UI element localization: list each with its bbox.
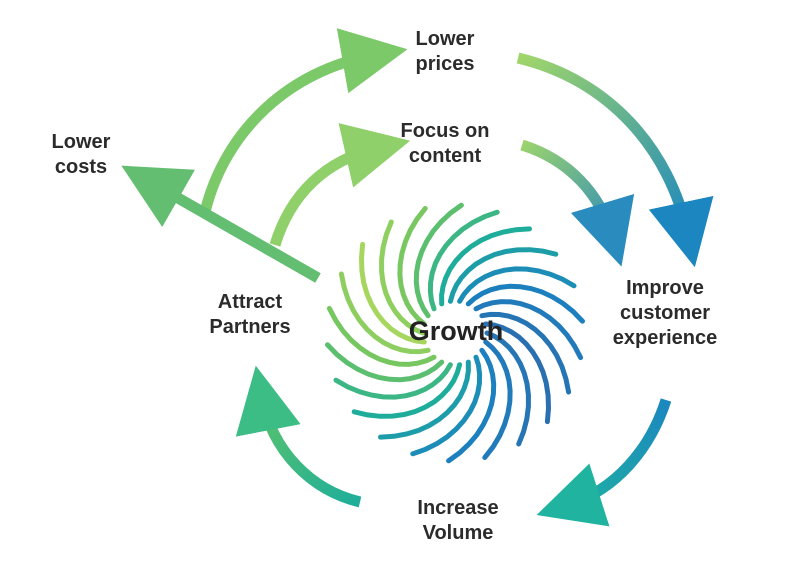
- label-growth: Growth: [408, 316, 504, 346]
- spiral-stroke: [446, 347, 497, 464]
- spiral-stroke: [410, 354, 483, 457]
- label-lower-costs-line1: Lower: [51, 131, 111, 153]
- spiral-stroke: [325, 342, 445, 383]
- label-increase-volume: Increase Volume: [398, 496, 518, 546]
- spiral-stroke: [479, 311, 572, 395]
- spiral-stroke: [397, 206, 428, 327]
- label-attract-partners: Attract Partners: [195, 290, 305, 340]
- arrow-to-focus-on-content: [269, 123, 411, 247]
- spiral-stroke: [358, 241, 427, 345]
- label-lower-prices-line2: prices: [415, 53, 475, 75]
- label-lower-costs: Lower costs: [36, 130, 126, 180]
- label-increase-line1: Increase: [417, 497, 499, 519]
- spiral-stroke: [413, 202, 464, 319]
- arrow-to-lower-costs: [121, 165, 321, 283]
- spiral-stroke: [439, 226, 532, 307]
- label-attract-line1: Attract: [217, 291, 283, 313]
- spiral-stroke: [482, 339, 513, 460]
- label-focus-on-content: Focus on content: [385, 119, 505, 169]
- label-attract-line2: Partners: [209, 316, 291, 338]
- label-improve-customer-experience: Improve customer experience: [600, 276, 730, 351]
- spiral-stroke: [338, 271, 431, 355]
- spiral-stroke: [465, 283, 585, 324]
- growth-spiral: [325, 202, 585, 464]
- arrow-volume-to-partners: [235, 365, 362, 508]
- spiral-stroke: [483, 321, 552, 425]
- spiral-stroke: [427, 209, 500, 312]
- label-lower-prices-line1: Lower: [415, 28, 475, 50]
- label-increase-line2: Volume: [422, 522, 494, 544]
- arrow-content-to-experience: [520, 139, 635, 267]
- spiral-stroke: [447, 247, 559, 304]
- spiral-stroke: [473, 299, 584, 361]
- label-improve-line1: Improve: [626, 277, 704, 299]
- label-focus-line1: Focus on: [400, 120, 490, 142]
- spiral-stroke: [326, 305, 437, 367]
- label-focus-line2: content: [408, 145, 482, 167]
- label-improve-line3: experience: [612, 327, 718, 349]
- label-lower-prices: Lower prices: [395, 27, 495, 77]
- spiral-stroke: [378, 359, 471, 440]
- arrow-to-lower-prices: [199, 28, 408, 214]
- spiral-stroke: [484, 330, 531, 447]
- label-lower-costs-line2: costs: [54, 156, 108, 178]
- spiral-stroke: [351, 362, 463, 419]
- label-improve-line2: customer: [619, 302, 711, 324]
- arrow-experience-to-volume: [536, 398, 672, 527]
- arrow-prices-to-experience: [516, 52, 714, 268]
- spiral-stroke: [333, 362, 453, 400]
- spiral-stroke: [457, 266, 577, 304]
- spiral-stroke: [379, 219, 426, 336]
